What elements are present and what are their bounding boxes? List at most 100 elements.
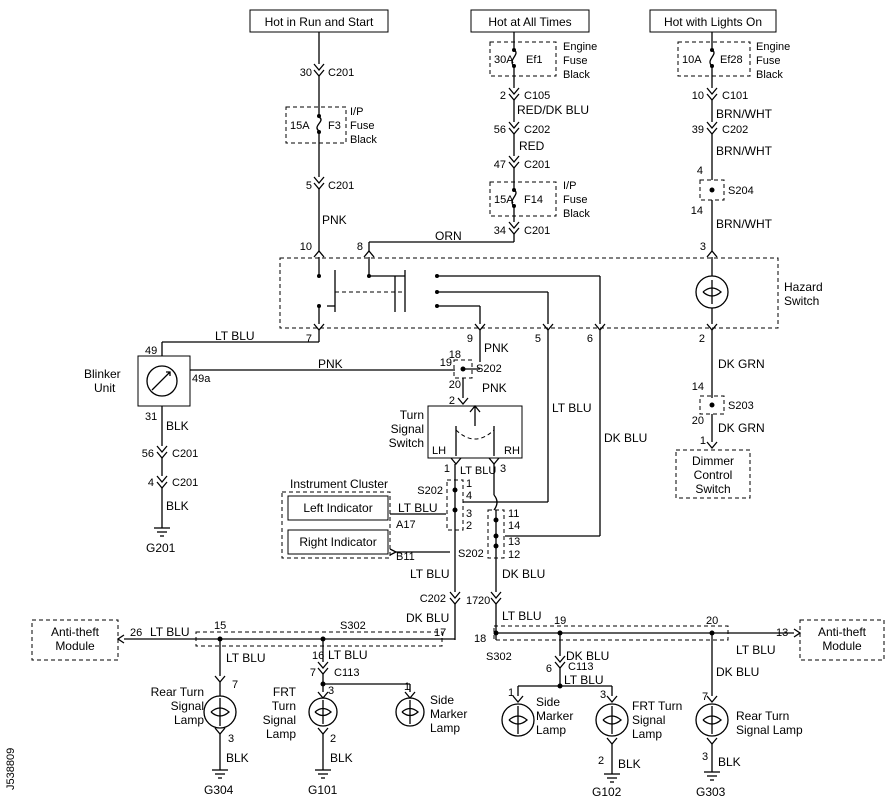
frt-turn-signal-lamp-left-label: FRT (273, 685, 297, 699)
svg-text:10: 10 (692, 90, 704, 102)
svg-text:4: 4 (148, 477, 154, 489)
svg-text:BLK: BLK (166, 419, 189, 433)
svg-text:Engine: Engine (563, 41, 597, 53)
svg-text:I/P: I/P (563, 180, 576, 192)
svg-text:S204: S204 (728, 185, 754, 197)
svg-text:Lamp: Lamp (174, 713, 204, 727)
svg-text:3: 3 (702, 751, 708, 763)
svg-text:Fuse: Fuse (563, 55, 587, 67)
svg-text:5: 5 (535, 333, 541, 345)
svg-text:30: 30 (300, 67, 312, 79)
svg-text:LT BLU: LT BLU (150, 625, 190, 639)
svg-text:Control: Control (694, 468, 733, 482)
svg-text:Unit: Unit (94, 381, 116, 395)
svg-text:4: 4 (697, 165, 703, 177)
svg-text:Signal: Signal (171, 699, 204, 713)
side-marker-lamp-left: 1 Side Marker Lamp (395, 681, 467, 735)
svg-text:C113: C113 (568, 661, 593, 673)
svg-text:11: 11 (508, 508, 519, 520)
svg-text:BRN/WHT: BRN/WHT (716, 217, 773, 231)
svg-text:I/P: I/P (350, 106, 363, 118)
svg-text:1: 1 (466, 478, 472, 490)
svg-text:2: 2 (598, 755, 604, 767)
svg-text:15A: 15A (494, 194, 514, 206)
svg-text:LT BLU: LT BLU (502, 609, 542, 623)
svg-text:PNK: PNK (484, 341, 509, 355)
svg-text:S202: S202 (476, 363, 502, 375)
svg-text:B11: B11 (396, 551, 415, 563)
svg-text:C201: C201 (172, 477, 198, 489)
svg-text:14: 14 (691, 205, 703, 217)
svg-text:BLK: BLK (330, 751, 353, 765)
power-source-run-start: Hot in Run and Start (249, 9, 389, 33)
turn-signal-switch-label: Turn (400, 408, 424, 422)
s202-left-splice: S202 1 4 3 2 LT BLU (410, 464, 472, 592)
svg-text:16: 16 (312, 650, 324, 662)
svg-text:DK BLU: DK BLU (502, 567, 545, 581)
svg-text:7: 7 (232, 679, 238, 691)
svg-text:C105: C105 (524, 90, 550, 102)
svg-text:BLK: BLK (226, 751, 249, 765)
svg-text:2: 2 (699, 333, 705, 345)
svg-text:C201: C201 (524, 159, 550, 171)
power-source-all-times: Hot at All Times (470, 9, 590, 33)
svg-text:PNK: PNK (482, 381, 507, 395)
svg-text:C201: C201 (328, 180, 354, 192)
blinker-unit: LT BLU 49 Blinker Unit 49a PNK 31 BLK 56… (84, 329, 455, 555)
svg-text:Fuse: Fuse (756, 55, 780, 67)
svg-text:2: 2 (330, 733, 336, 745)
hazard-switch-label: Hazard (784, 280, 823, 294)
rear-turn-signal-lamp-right: 7 Rear Turn Signal Lamp 3 BLK G303 (695, 691, 803, 799)
svg-text:Module: Module (822, 639, 862, 653)
svg-text:49a: 49a (192, 373, 211, 385)
svg-text:1: 1 (404, 681, 410, 693)
svg-text:C202: C202 (722, 124, 748, 136)
svg-text:LT BLU: LT BLU (460, 465, 496, 477)
svg-text:Fuse: Fuse (563, 194, 587, 206)
svg-text:13: 13 (508, 536, 520, 548)
svg-text:19: 19 (440, 357, 452, 369)
svg-text:4: 4 (466, 490, 472, 502)
svg-text:Fuse: Fuse (350, 120, 374, 132)
svg-text:DK BLU: DK BLU (604, 431, 647, 445)
svg-text:18: 18 (449, 349, 461, 361)
svg-text:20: 20 (449, 379, 461, 391)
svg-text:DK BLU: DK BLU (406, 611, 449, 625)
circuit-lights-on: 10A Ef28 Engine Fuse Black 10 C101 BRN/W… (677, 32, 790, 258)
svg-text:PNK: PNK (318, 357, 343, 371)
svg-text:LT BLU: LT BLU (328, 648, 368, 662)
svg-text:DK BLU: DK BLU (716, 665, 759, 679)
side-marker-lamp-right: 1 Side Marker Lamp (501, 687, 573, 737)
svg-text:BRN/WHT: BRN/WHT (716, 144, 773, 158)
svg-text:LT BLU: LT BLU (215, 329, 255, 343)
svg-text:Black: Black (563, 69, 590, 81)
svg-text:C202: C202 (524, 124, 550, 136)
svg-text:Lamp: Lamp (430, 721, 460, 735)
svg-text:7: 7 (702, 691, 708, 703)
svg-text:DK BLU: DK BLU (566, 649, 609, 663)
side-marker-lamp-left-label: Side (430, 693, 454, 707)
svg-text:15A: 15A (290, 120, 310, 132)
frt-turn-signal-lamp-right-label: FRT Turn (632, 699, 682, 713)
svg-text:C202: C202 (420, 593, 446, 605)
svg-text:BLK: BLK (718, 755, 741, 769)
svg-text:14: 14 (692, 381, 704, 393)
ground-g304: G304 (204, 783, 234, 797)
svg-text:2: 2 (449, 395, 455, 407)
svg-text:19: 19 (554, 615, 566, 627)
svg-text:Signal Lamp: Signal Lamp (736, 723, 803, 737)
power-lights-on-label: Hot with Lights On (664, 15, 762, 29)
svg-text:RED: RED (519, 139, 545, 153)
svg-text:S302: S302 (486, 651, 512, 663)
svg-text:LT BLU: LT BLU (736, 643, 776, 657)
svg-text:Lamp: Lamp (632, 727, 662, 741)
frt-turn-signal-lamp-left: 3 FRT Turn Signal Lamp 2 BLK G101 (263, 685, 353, 797)
circuit-all-times: 30A Ef1 Engine Fuse Black 2 C105 RED/DK … (357, 32, 597, 258)
ground-g201: G201 (146, 541, 176, 555)
svg-text:56: 56 (142, 448, 154, 460)
svg-text:7: 7 (306, 333, 312, 345)
svg-text:6: 6 (587, 333, 593, 345)
svg-text:3: 3 (228, 733, 234, 745)
svg-text:LT BLU: LT BLU (410, 567, 450, 581)
svg-text:S202: S202 (458, 548, 484, 560)
